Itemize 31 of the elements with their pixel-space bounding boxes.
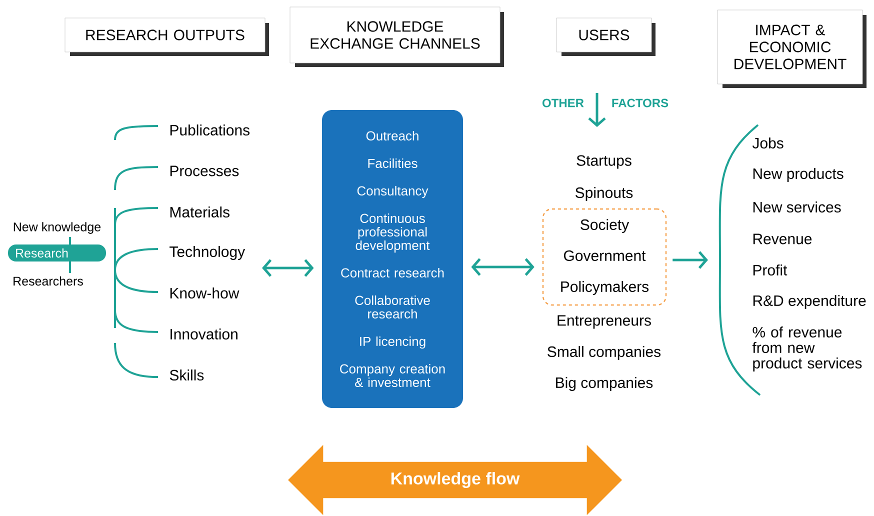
factor-label: FACTORS	[612, 98, 668, 108]
output-label: Publications	[170, 124, 250, 136]
header-box: USERS	[556, 18, 656, 56]
research-pill: Research	[8, 244, 106, 262]
user-group-box: Society Government Policymakers	[542, 208, 667, 306]
impact-label: % of revenue from new product services	[752, 326, 862, 372]
pill-caption: New knowledge	[14, 222, 101, 234]
impact-label: Jobs	[752, 137, 784, 148]
double-arrow	[262, 259, 314, 277]
impact-label: Profit	[753, 264, 788, 276]
impact-label: Revenue	[753, 234, 812, 244]
user-label: Small companies	[548, 346, 661, 360]
impact-label: New products	[753, 168, 844, 182]
channel-panel: Outreach Facilities Consultancy Continuous professional development Contract research Collaborative research IP licencing Company creation & investment	[322, 110, 463, 408]
header-box: KNOWLEDGE EXCHANGE CHANNELS	[290, 6, 504, 67]
header-box: RESEARCH OUTPUTS	[64, 18, 269, 56]
header-box: IMPACT & ECONOMIC DEVELOPMENT	[717, 10, 867, 88]
impact-label: New services	[753, 201, 841, 212]
output-label: Know-how	[170, 288, 240, 298]
pill-caption: Researchers	[14, 276, 83, 286]
output-label: Innovation	[170, 328, 238, 340]
output-label: Skills	[170, 370, 204, 380]
output-label: Technology	[170, 246, 246, 260]
double-arrow	[471, 258, 534, 276]
arrow	[672, 251, 708, 269]
user-label: Big companies	[556, 377, 653, 391]
user-label: Startups	[576, 155, 632, 169]
impact-label: R&D expenditure	[753, 295, 866, 309]
factor-label: OTHER	[542, 98, 584, 108]
output-label: Materials	[170, 206, 230, 218]
output-label: Processes	[170, 166, 239, 176]
